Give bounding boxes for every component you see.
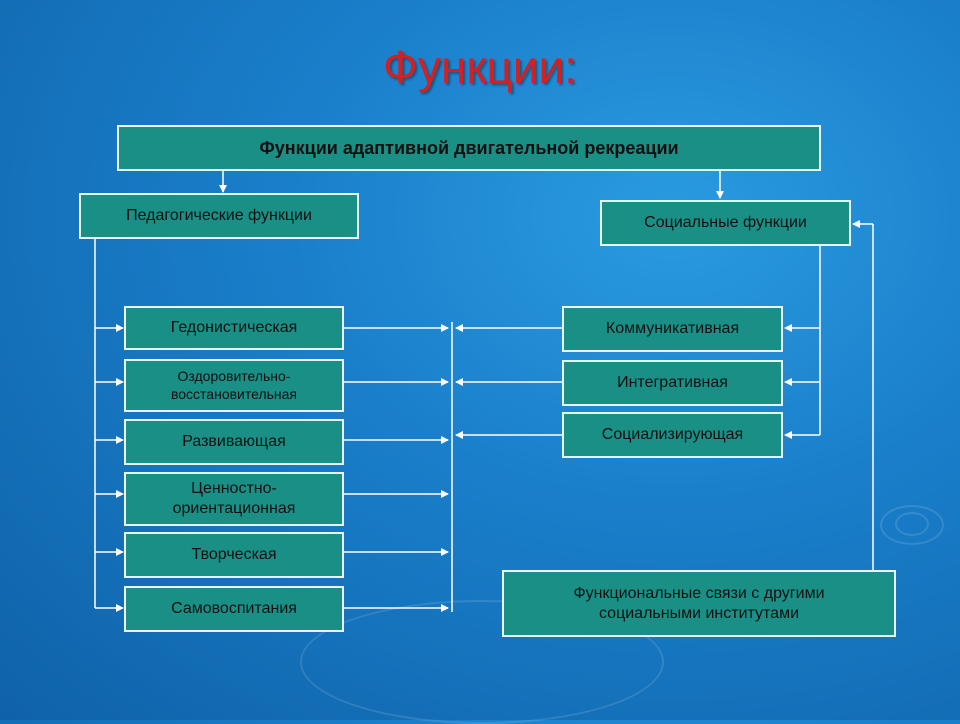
- pedagogical-item: Оздоровительно-восстановительная: [124, 359, 344, 412]
- slide-title: Функции:: [382, 41, 578, 93]
- root-box: Функции адаптивной двигательной рекреаци…: [117, 125, 821, 171]
- social-item: Социализирующая: [562, 412, 783, 458]
- pedagogical-item: Гедонистическая: [124, 306, 344, 350]
- pedagogical-item: Творческая: [124, 532, 344, 578]
- ripple-decoration: [895, 512, 929, 536]
- social-institutions-box: Функциональные связи с другими социальны…: [502, 570, 896, 637]
- pedagogical-item: Ценностно-ориентационная: [124, 472, 344, 526]
- pedagogical-item: Самовоспитания: [124, 586, 344, 632]
- pedagogical-item: Развивающая: [124, 419, 344, 465]
- social-functions-box: Социальные функции: [600, 200, 851, 246]
- pedagogical-functions-box: Педагогические функции: [79, 193, 359, 239]
- ripple-decoration: [880, 505, 944, 545]
- social-item: Интегративная: [562, 360, 783, 406]
- social-item: Коммуникативная: [562, 306, 783, 352]
